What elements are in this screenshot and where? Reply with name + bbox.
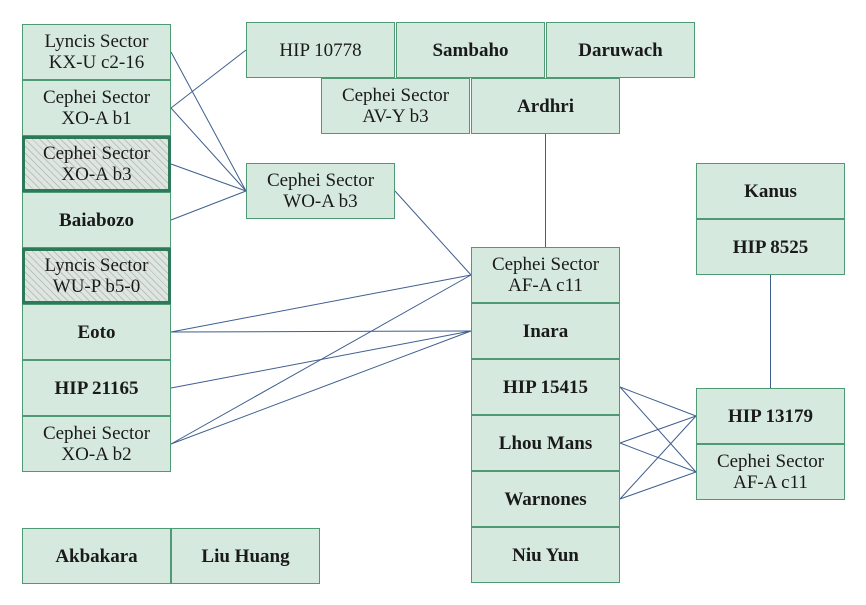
edge-n6-n17 <box>170 274 472 333</box>
edge-n19-n25 <box>619 386 697 417</box>
node-kanus[interactable]: Kanus <box>696 163 845 219</box>
node-cephei-xo-a-b2[interactable]: Cephei Sector XO-A b2 <box>22 416 171 472</box>
edge-n21-n26 <box>619 471 697 500</box>
edge-n1-n16 <box>170 51 247 192</box>
edge-n21-n25 <box>619 415 697 500</box>
node-lhou-mans[interactable]: Lhou Mans <box>471 415 620 471</box>
node-ardhri[interactable]: Ardhri <box>471 78 620 134</box>
edge-n8-n17 <box>170 274 472 445</box>
node-cephei-xo-a-b3[interactable]: Cephei Sector XO-A b3 <box>22 136 171 192</box>
node-label: Daruwach <box>578 39 663 61</box>
node-label: Cephei Sector XO-A b1 <box>42 87 151 129</box>
node-sambaho[interactable]: Sambaho <box>396 22 545 78</box>
node-lyncis-kx-u-c2-16[interactable]: Lyncis Sector KX-U c2-16 <box>22 24 171 80</box>
node-lyncis-wu-p-b5-0[interactable]: Lyncis Sector WU-P b5-0 <box>22 248 171 304</box>
node-cephei-af-a-c11[interactable]: Cephei Sector AF-A c11 <box>471 247 620 303</box>
edge-n3-n16 <box>170 163 247 192</box>
node-label: Sambaho <box>432 39 509 61</box>
node-label: HIP 10778 <box>279 39 362 61</box>
node-label: Cephei Sector XO-A b3 <box>42 143 151 185</box>
node-label: Warnones <box>504 488 587 510</box>
edge-n20-n25 <box>619 415 697 444</box>
node-label: Lyncis Sector KX-U c2-16 <box>44 31 149 73</box>
edge-n19-n26 <box>619 386 697 473</box>
node-label: Lhou Mans <box>498 432 593 454</box>
node-label: Eoto <box>77 321 116 343</box>
node-label: Baiabozo <box>59 209 134 231</box>
node-label: HIP 8525 <box>732 236 809 258</box>
node-hip-8525[interactable]: HIP 8525 <box>696 219 845 275</box>
node-cephei-xo-a-b1[interactable]: Cephei Sector XO-A b1 <box>22 80 171 136</box>
node-label: Akbakara <box>55 545 138 567</box>
node-daruwach[interactable]: Daruwach <box>546 22 695 78</box>
node-inara[interactable]: Inara <box>471 303 620 359</box>
node-hip-15415[interactable]: HIP 15415 <box>471 359 620 415</box>
node-label: Cephei Sector AF-A c11 <box>491 254 600 296</box>
node-warnones[interactable]: Warnones <box>471 471 620 527</box>
node-eoto[interactable]: Eoto <box>22 304 171 360</box>
node-cephei-av-y-b3[interactable]: Cephei Sector AV-Y b3 <box>321 78 470 134</box>
node-label: Cephei Sector XO-A b2 <box>42 423 151 465</box>
edge-n16-n17 <box>394 190 472 276</box>
node-hip-13179[interactable]: HIP 13179 <box>696 388 845 444</box>
node-hip-10778[interactable]: HIP 10778 <box>246 22 395 78</box>
edge-n20-n26 <box>619 442 697 473</box>
edge-n6-n18 <box>170 330 472 333</box>
node-baiabozo[interactable]: Baiabozo <box>22 192 171 248</box>
node-cephei-wo-a-b3[interactable]: Cephei Sector WO-A b3 <box>246 163 395 219</box>
node-cephei-af-a-c11-right[interactable]: Cephei Sector AF-A c11 <box>696 444 845 500</box>
node-label: Cephei Sector AV-Y b3 <box>341 85 450 127</box>
node-label: HIP 13179 <box>728 405 813 427</box>
node-label: HIP 15415 <box>503 376 588 398</box>
node-label: Ardhri <box>517 95 574 117</box>
node-label: Inara <box>522 320 569 342</box>
edge-n7-n18 <box>170 330 472 389</box>
node-label: Lyncis Sector WU-P b5-0 <box>44 255 149 297</box>
edge-n2-n16 <box>170 107 247 192</box>
node-label: Cephei Sector AF-A c11 <box>716 451 825 493</box>
node-label: Niu Yun <box>512 544 579 566</box>
node-hip-21165[interactable]: HIP 21165 <box>22 360 171 416</box>
node-label: Liu Huang <box>201 545 290 567</box>
edge-n2-n11 <box>170 49 247 109</box>
node-label: HIP 21165 <box>54 377 139 399</box>
node-niu-yun[interactable]: Niu Yun <box>471 527 620 583</box>
node-label: Kanus <box>744 180 797 202</box>
edge-n8-n18 <box>170 330 472 445</box>
edge-n16-n4 <box>170 190 247 221</box>
node-label: Cephei Sector WO-A b3 <box>266 170 375 212</box>
node-liu-huang[interactable]: Liu Huang <box>171 528 320 584</box>
node-akbakara[interactable]: Akbakara <box>22 528 171 584</box>
